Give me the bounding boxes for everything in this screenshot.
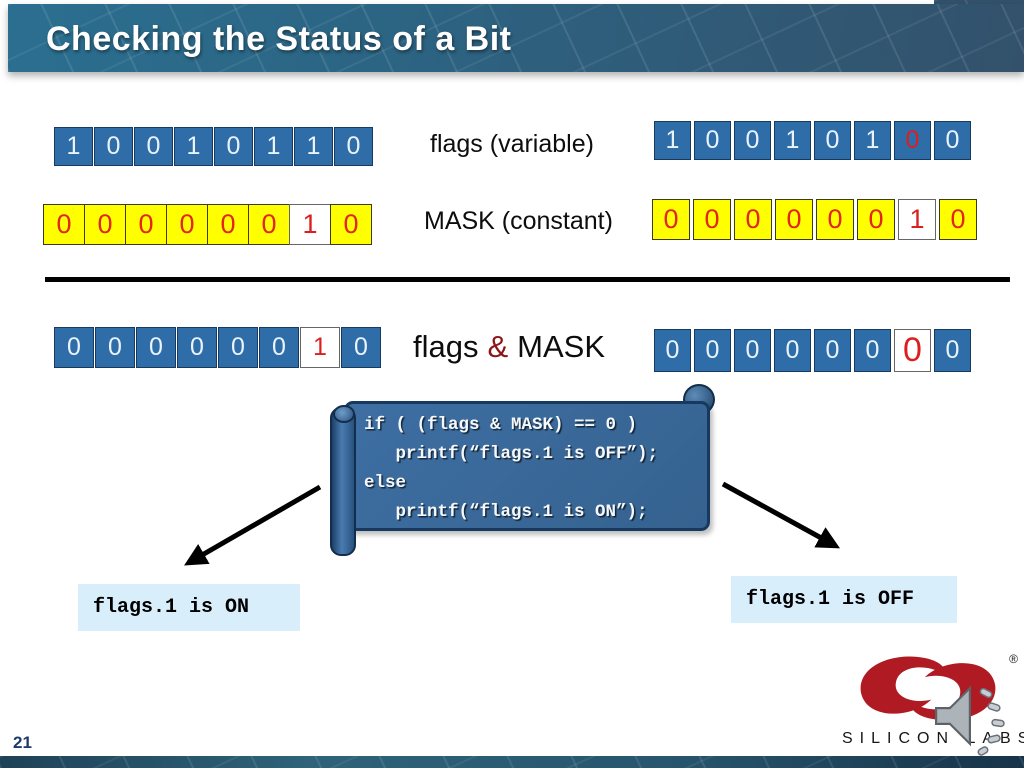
bit-cell: 0 — [94, 127, 133, 166]
arrow-to-on — [184, 484, 322, 566]
scroll-roll-icon — [330, 407, 356, 556]
flags-variable-label: flags (variable) — [430, 130, 594, 158]
slide-header: Checking the Status of a Bit — [0, 0, 1024, 78]
ampersand-operator: & — [487, 329, 509, 364]
bit-cell-highlight: 0 — [894, 329, 931, 372]
code-line: printf(“flags.1 is OFF”); — [364, 444, 659, 464]
bit-cell: 0 — [125, 204, 167, 245]
diagonal-grid-pattern — [0, 756, 1024, 768]
result-row-right: 0 0 0 0 0 0 0 0 — [654, 329, 971, 372]
bit-cell: 0 — [177, 327, 217, 368]
bit-cell: 0 — [84, 204, 126, 245]
bit-cell: 0 — [654, 329, 691, 372]
horizontal-rule — [45, 277, 1010, 282]
bit-cell: 0 — [218, 327, 258, 368]
bit-cell: 0 — [854, 329, 891, 372]
bit-cell-highlight: 0 — [894, 121, 931, 160]
bit-cell: 0 — [816, 199, 854, 240]
bit-cell: 0 — [207, 204, 249, 245]
flags-and-mask-label: flags&MASK — [413, 329, 605, 365]
header-bar: Checking the Status of a Bit — [8, 4, 1024, 72]
bit-cell: 0 — [775, 199, 813, 240]
bit-cell: 0 — [248, 204, 290, 245]
bottom-bar — [0, 756, 1024, 768]
bit-cell-highlight: 1 — [289, 204, 331, 245]
bit-cell: 0 — [734, 329, 771, 372]
bit-cell: 0 — [694, 121, 731, 160]
bit-cell: 0 — [334, 127, 373, 166]
mask-constant-label: MASK (constant) — [424, 207, 613, 235]
bit-cell: 0 — [136, 327, 176, 368]
bit-cell: 1 — [654, 121, 691, 160]
silicon-labs-wordmark: SILICON LABS — [842, 730, 1024, 747]
bit-cell: 1 — [54, 127, 93, 166]
bit-cell: 0 — [54, 327, 94, 368]
bit-cell: 0 — [43, 204, 85, 245]
bit-cell: 0 — [693, 199, 731, 240]
bit-cell: 1 — [774, 121, 811, 160]
code-line: printf(“flags.1 is ON”); — [364, 502, 648, 522]
bit-cell: 0 — [857, 199, 895, 240]
bit-cell: 0 — [341, 327, 381, 368]
bit-cell: 0 — [330, 204, 372, 245]
bit-cell-highlight: 1 — [898, 199, 936, 240]
page-number: 21 — [13, 733, 32, 752]
bit-cell: 0 — [939, 199, 977, 240]
bit-cell: 0 — [166, 204, 208, 245]
scroll-roll-cap-icon — [333, 405, 355, 423]
bit-cell: 1 — [174, 127, 213, 166]
bit-cell: 1 — [854, 121, 891, 160]
bit-cell: 0 — [934, 329, 971, 372]
output-off-label: flags.1 is OFF — [731, 576, 957, 623]
bit-cell: 0 — [259, 327, 299, 368]
speaker-icon[interactable] — [934, 684, 1014, 762]
registered-trademark: ® — [1009, 652, 1018, 666]
bit-cell: 0 — [814, 329, 851, 372]
output-on-label: flags.1 is ON — [78, 584, 300, 631]
silicon-labs-logo: ® SILICON LABS — [842, 648, 1024, 762]
bit-cell: 0 — [774, 329, 811, 372]
flags-row-right: 1 0 0 1 0 1 0 0 — [654, 121, 971, 160]
flags-row-left: 1 0 0 1 0 1 1 0 — [54, 127, 373, 166]
code-line: else — [364, 473, 407, 493]
diagonal-grid-pattern — [8, 4, 1024, 72]
arrow-to-off — [721, 481, 841, 549]
bit-cell: 0 — [694, 329, 731, 372]
page-title: Checking the Status of a Bit — [46, 20, 512, 58]
bit-cell: 0 — [934, 121, 971, 160]
bit-cell-highlight: 1 — [300, 327, 340, 368]
bit-cell: 0 — [214, 127, 253, 166]
result-row-left: 0 0 0 0 0 0 1 0 — [54, 327, 381, 368]
silicon-labs-swirl-icon — [860, 656, 996, 721]
bit-cell: 0 — [95, 327, 135, 368]
result-label-mask: MASK — [517, 329, 606, 364]
mask-row-left: 0 0 0 0 0 0 1 0 — [43, 204, 372, 245]
result-label-flags: flags — [413, 329, 479, 364]
bit-cell: 0 — [814, 121, 851, 160]
code-scroll: if ( (flags & MASK) == 0 ) printf(“flags… — [344, 401, 710, 531]
bit-cell: 1 — [294, 127, 333, 166]
bit-cell: 1 — [254, 127, 293, 166]
bit-cell: 0 — [734, 199, 772, 240]
bit-cell: 0 — [134, 127, 173, 166]
bit-cell: 0 — [734, 121, 771, 160]
code-line: if ( (flags & MASK) == 0 ) — [364, 415, 638, 435]
bit-cell: 0 — [652, 199, 690, 240]
mask-row-right: 0 0 0 0 0 0 1 0 — [652, 199, 977, 240]
